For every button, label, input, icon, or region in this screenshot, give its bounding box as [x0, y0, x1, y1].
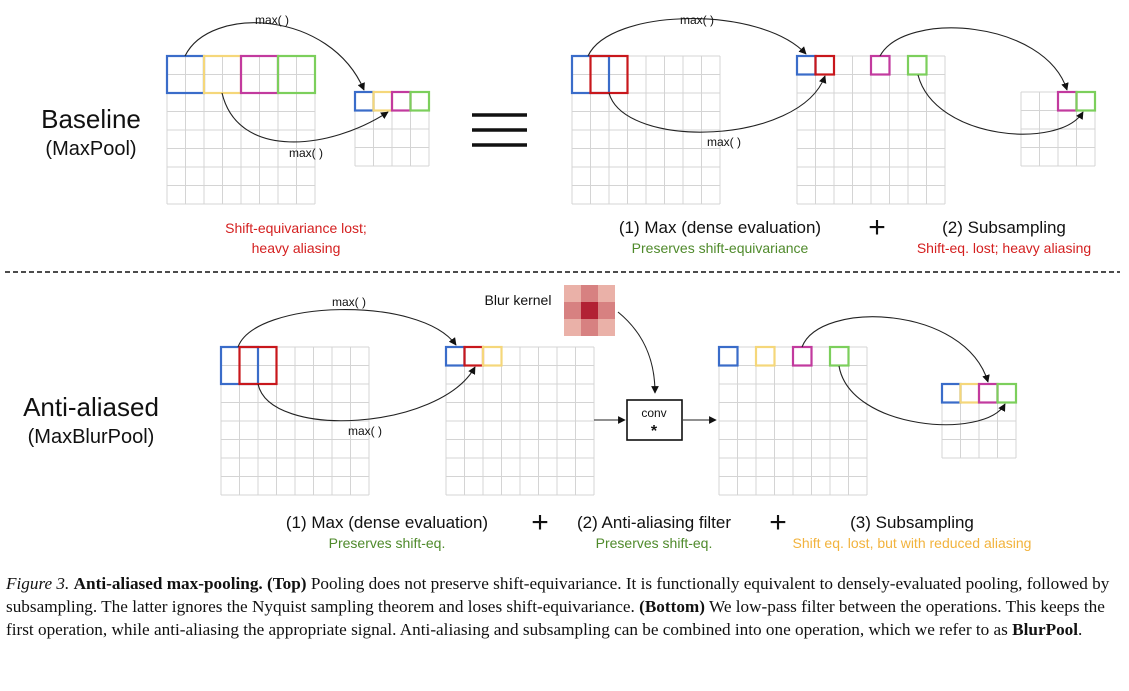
b-subsample-arrow-top: [801, 316, 990, 383]
blur-kernel-cell: [598, 302, 615, 319]
blur-kernel-cell: [581, 319, 598, 336]
output-cell-blue: [353, 90, 375, 112]
bottom-dense-grid: [445, 346, 595, 496]
bl-blue: [717, 345, 739, 367]
maxpool-arrow-top: [184, 22, 365, 91]
figure-caption: Figure 3. Anti-aliased max-pooling. (Top…: [6, 572, 1122, 641]
left-note-line1: Shift-equivariance lost;: [225, 220, 367, 236]
left-note-line2: heavy aliasing: [252, 240, 341, 256]
max-label-top-right: max( ): [680, 13, 714, 27]
caption-blurpool: BlurPool: [1012, 620, 1079, 639]
caption-end: .: [1078, 620, 1083, 639]
caption-top-tag: (Top): [267, 574, 307, 593]
dense-out-red: [814, 54, 836, 76]
output-cell-green: [409, 90, 431, 112]
b-max-label-top: max( ): [332, 295, 366, 309]
blur-kernel-label: Blur kernel: [485, 292, 552, 308]
output-cell-magenta: [390, 90, 412, 112]
caption-title: Anti-aliased max-pooling.: [73, 574, 263, 593]
top-step2-title: (2) Subsampling: [942, 218, 1066, 237]
b-step1-title: (1) Max (dense evaluation): [286, 513, 488, 532]
top-plus: +: [868, 211, 886, 244]
b-step3-note: Shift eq. lost, but with reduced aliasin…: [793, 535, 1032, 551]
kernel-to-conv-arrow: [617, 311, 659, 394]
maxpool-sublabel: (MaxPool): [45, 138, 136, 160]
dense-out-green: [906, 54, 928, 76]
blur-kernel-cell: [598, 285, 615, 302]
conv-label: conv: [641, 406, 666, 420]
caption-text-2: We low-pass filter between the operation…: [6, 597, 1105, 639]
dense-arrow-bottom: [608, 75, 827, 133]
max-label-bottom-right: max( ): [707, 135, 741, 149]
caption-bottom-tag: (Bottom): [639, 597, 705, 616]
caption-text-1: Pooling does not preserve shift-equivari…: [6, 574, 1110, 616]
fs-green: [996, 382, 1018, 404]
maxpool-arrow-bottom: [221, 92, 389, 143]
fs-magenta: [977, 382, 999, 404]
b-dense-blue: [444, 345, 466, 367]
sub-out-green: [1075, 90, 1097, 112]
b-max-arrow-bottom: [257, 366, 476, 422]
b-max-arrow-top: [237, 309, 457, 348]
top-step2-note: Shift-eq. lost; heavy aliasing: [917, 240, 1091, 256]
b-max-label-bottom: max( ): [348, 424, 382, 438]
bl-green: [828, 345, 850, 367]
figure-diagram: Baseline (MaxPool) max( ) max( ) Shift-e…: [5, 13, 1120, 551]
dense-out-magenta: [869, 54, 891, 76]
top-dense-input-grid: [571, 55, 721, 205]
top-step1-note: Preserves shift-equivariance: [632, 240, 809, 256]
b-subsample-arrow-bottom: [838, 365, 1006, 426]
bl-magenta: [791, 345, 813, 367]
max-label-top-left: max( ): [255, 13, 289, 27]
conv-box: [626, 399, 683, 441]
bl-yellow: [754, 345, 776, 367]
fs-blue: [940, 382, 962, 404]
b-step2-title: (2) Anti-aliasing filter: [577, 513, 731, 532]
blur-kernel-cell: [581, 302, 598, 319]
blur-kernel-cell: [564, 285, 581, 302]
max-label-bottom-left: max( ): [289, 146, 323, 160]
subsample-arrow-2: [917, 74, 1084, 135]
blur-kernel-heatmap: [564, 285, 615, 336]
conv-symbol: *: [651, 423, 658, 440]
b-plus-1: +: [531, 506, 549, 539]
b-dense-yellow: [481, 345, 503, 367]
b-step3-title: (3) Subsampling: [850, 513, 974, 532]
dense-out-blue: [795, 54, 817, 76]
caption-figure-label: Figure 3.: [6, 574, 70, 593]
equivalence-icon: [472, 113, 527, 147]
b-plus-2: +: [769, 506, 787, 539]
b-step2-note: Preserves shift-eq.: [596, 535, 713, 551]
blur-kernel-cell: [581, 285, 598, 302]
sub-out-magenta: [1056, 90, 1078, 112]
dense-arrow-top: [587, 18, 807, 57]
output-cell-yellow: [372, 90, 394, 112]
blur-kernel-cell: [598, 319, 615, 336]
fs-yellow: [959, 382, 981, 404]
antialiased-label: Anti-aliased: [23, 392, 159, 422]
baseline-label: Baseline: [41, 104, 141, 134]
subsample-arrow: [879, 27, 1069, 91]
top-dense-output-grid: [796, 55, 946, 205]
blur-kernel-cell: [564, 302, 581, 319]
bottom-blurred-grid: [718, 346, 868, 496]
maxblurpool-sublabel: (MaxBlurPool): [28, 426, 155, 448]
top-step1-title: (1) Max (dense evaluation): [619, 218, 821, 237]
b-dense-red: [463, 345, 485, 367]
blur-kernel-cell: [564, 319, 581, 336]
window-green: [276, 54, 317, 95]
b-step1-note: Preserves shift-eq.: [329, 535, 446, 551]
